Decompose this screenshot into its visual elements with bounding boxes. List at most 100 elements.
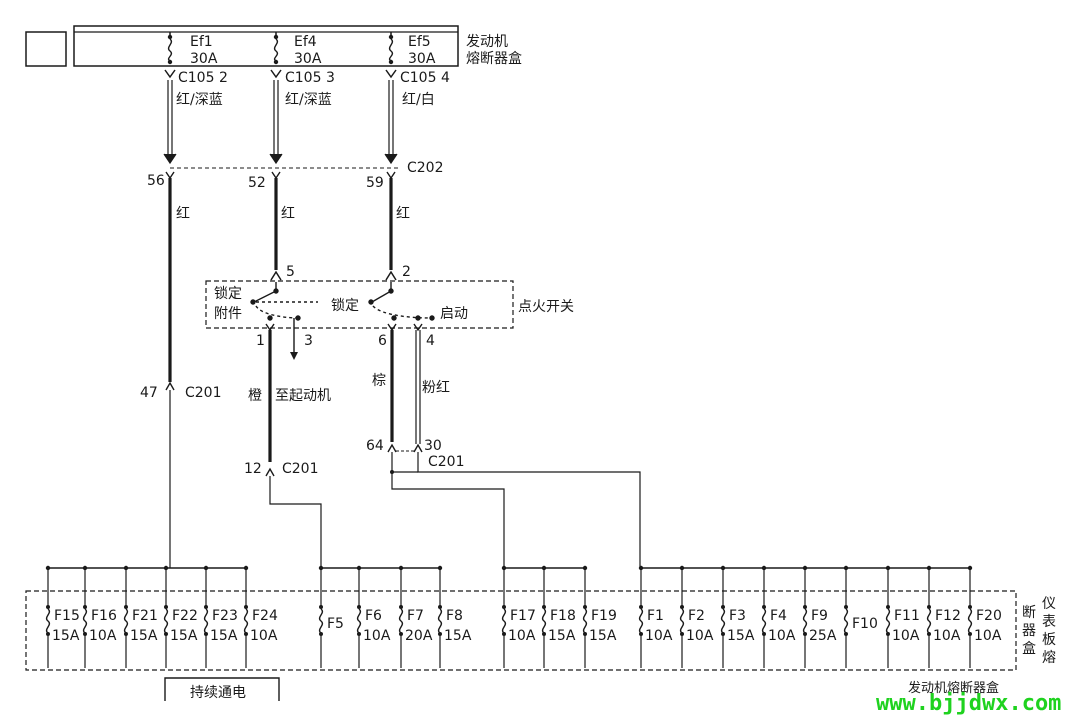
ign-acc-label: 附件 — [214, 306, 242, 322]
fuse-ef5-name: Ef5 — [408, 34, 431, 50]
wire-color-ef5: 红/白 — [402, 92, 435, 108]
panel-fuse-name: F17 — [510, 608, 536, 624]
panel-label-char-3: 板 — [1042, 632, 1056, 648]
panel-fuse-name: F16 — [91, 608, 117, 624]
bottom-caption: 发动机熔断器盒 — [908, 680, 999, 696]
c201-label-47: C201 — [185, 385, 222, 401]
panel-fuse-name: F15 — [54, 608, 80, 624]
fuse-ef1-rating: 30A — [190, 51, 218, 67]
wire-red-label-1: 红 — [176, 206, 190, 222]
panel-fuse-rating: 15A — [589, 628, 617, 644]
ign-start-label: 启动 — [440, 306, 468, 322]
c202-pin-56: 56 — [147, 173, 165, 189]
wire-pinkred — [415, 330, 421, 444]
c105-pin-4: C105 4 — [400, 70, 450, 86]
ign-pin-4: 4 — [426, 333, 435, 349]
wire-pinkred-label: 粉红 — [422, 380, 450, 396]
wires-c105-to-c202 — [163, 80, 398, 165]
fuse-ef5: Ef5 30A — [388, 32, 436, 67]
panel-fuse-box — [25, 590, 1017, 671]
wire-color-ef1: 红/深蓝 — [176, 92, 223, 108]
c105-pin-2: C105 2 — [178, 70, 228, 86]
panel-fuse-rating: 10A — [250, 628, 278, 644]
fuse-ef4-rating: 30A — [294, 51, 322, 67]
panel-fuse-name: F8 — [446, 608, 463, 624]
c105-pin-3: C105 3 — [285, 70, 335, 86]
fuse-ef1: Ef1 30A — [167, 32, 218, 67]
panel-fuse-name: F9 — [811, 608, 828, 624]
wire-color-ef4: 红/深蓝 — [285, 92, 332, 108]
panel-fuse-rating: 15A — [444, 628, 472, 644]
panel-fuse-f10: F10 — [843, 565, 878, 668]
ign-pin-2: 2 — [402, 264, 411, 280]
panel-label-char-1: 仪 — [1042, 596, 1056, 612]
continuous-power-box — [164, 677, 280, 701]
panel-fuse-name: F7 — [407, 608, 424, 624]
ign-lock-label-2: 锁定 — [331, 298, 359, 314]
c201-pin-12: 12 — [244, 461, 262, 477]
engine-fuse-box-label-1: 发动机 — [466, 34, 508, 50]
c201-pin-47: 47 — [140, 385, 158, 401]
panel-fuse-rating: 10A — [974, 628, 1002, 644]
panel-fuse-name: F20 — [976, 608, 1002, 624]
panel-fuse-rating: 15A — [52, 628, 80, 644]
wire-c201-30-down — [417, 452, 641, 568]
engine-fuse-box — [73, 25, 459, 67]
panel-fuse-name: F23 — [212, 608, 238, 624]
panel-fuse-rating: 10A — [686, 628, 714, 644]
panel-fuse-rating: 10A — [768, 628, 796, 644]
fuse-ef4-name: Ef4 — [294, 34, 317, 50]
ignition-switch-label: 点火开关 — [518, 299, 574, 315]
fuse-ef1-name: Ef1 — [190, 34, 213, 50]
engine-fuse-box-label-2: 熔断器盒 — [466, 50, 522, 67]
ignition-switch-box — [205, 280, 514, 329]
panel-fuse-rating: 15A — [210, 628, 238, 644]
panel-fuse-name: F5 — [327, 616, 344, 632]
panel-fuse-name: F22 — [172, 608, 198, 624]
panel-fuse-rating: 10A — [363, 628, 391, 644]
panel-fuse-rating: 10A — [508, 628, 536, 644]
panel-fuse-name: F12 — [935, 608, 961, 624]
wire-orange-label: 橙 — [248, 388, 262, 404]
connector-c105: C105 2 C105 3 C105 4 红/深蓝 红/深蓝 红/白 — [164, 69, 450, 108]
continuous-power-label: 持续通电 — [190, 684, 246, 701]
panel-label-char-7: 盒 — [1022, 640, 1036, 657]
panel-fuse-rating: 10A — [892, 628, 920, 644]
ignition-contacts — [250, 282, 435, 321]
c202-pin-52: 52 — [248, 175, 266, 191]
panel-fuse-rating: 10A — [89, 628, 117, 644]
panel-fuse-rating: 10A — [645, 628, 673, 644]
c201-pin-30: 30 — [424, 438, 442, 454]
c201-label-12: C201 — [282, 461, 319, 477]
panel-fuse-name: F6 — [365, 608, 382, 624]
panel-fuse-name: F11 — [894, 608, 920, 624]
panel-fuse-name: F24 — [252, 608, 278, 624]
fuse-ef5-rating: 30A — [408, 51, 436, 67]
panel-fuse-name: F1 — [647, 608, 664, 624]
c201-pin-64: 64 — [366, 438, 384, 454]
wire-red-label-2: 红 — [281, 206, 295, 222]
panel-fuse-rating: 15A — [170, 628, 198, 644]
panel-label-char-5: 断 — [1022, 605, 1036, 621]
panel-fuse-name: F4 — [770, 608, 787, 624]
wire-c201-12-down — [269, 476, 322, 568]
panel-fuse-f5: F5 — [318, 565, 344, 668]
fuse-ef4: Ef4 30A — [273, 32, 322, 67]
